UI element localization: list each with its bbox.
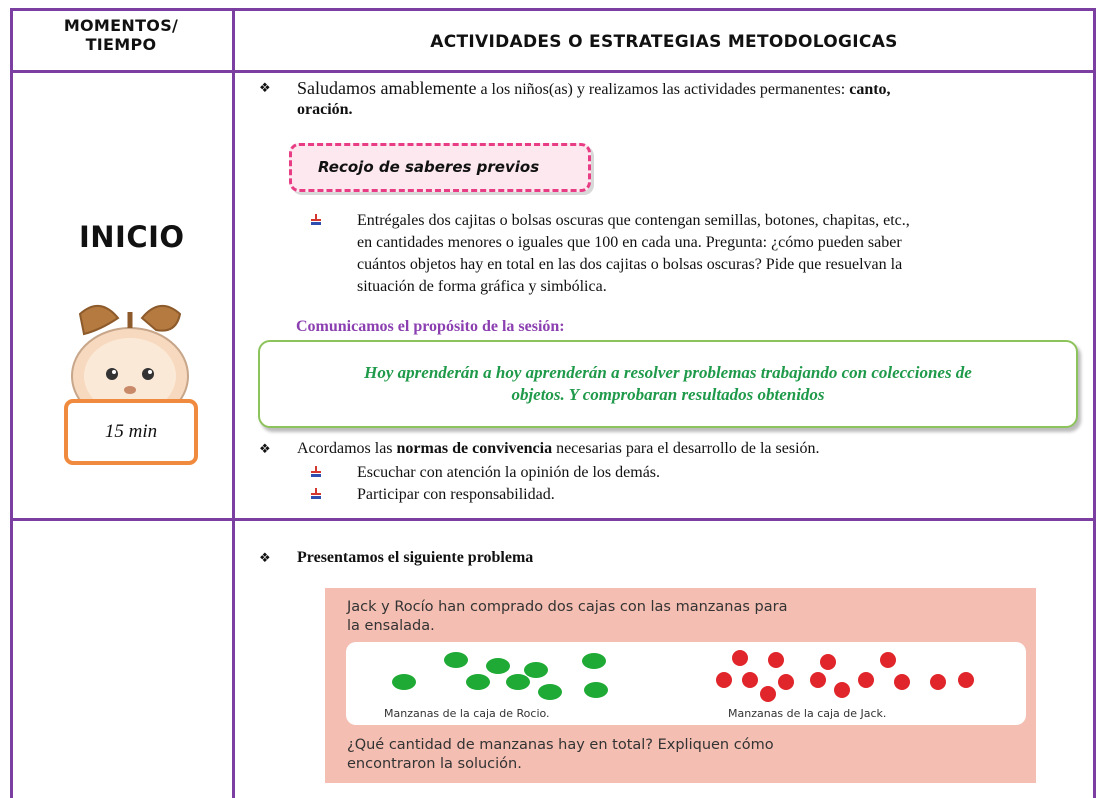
table-border-left xyxy=(10,8,13,798)
header-time-line: TIEMPO xyxy=(85,35,157,54)
caption-jack: Manzanas de la caja de Jack. xyxy=(728,707,887,720)
problem-line-1: Jack y Rocío han comprado dos cajas con … xyxy=(347,599,788,615)
problem-card: Jack y Rocío han comprado dos cajas con … xyxy=(325,588,1036,783)
arrow-bullet-icon xyxy=(311,466,321,477)
header-moments-line: MOMENTOS/ xyxy=(63,16,179,35)
red-apples-icon xyxy=(716,650,974,702)
diamond-bullet-icon: ❖ xyxy=(259,441,271,456)
table-column-divider xyxy=(232,8,235,798)
norma-item-1: Escuchar con atención la opinión de los … xyxy=(357,464,661,481)
alarm-clock-icon xyxy=(71,305,189,422)
proposito-line-1: Hoy aprenderán a hoy aprenderán a resolv… xyxy=(364,363,972,382)
greeting-text: a los niños(as) y realizamos las activid… xyxy=(476,81,850,98)
proposito-box: Hoy aprenderán a hoy aprenderán a resolv… xyxy=(258,340,1078,428)
header-row-divider xyxy=(10,70,1096,73)
proposito-title: Comunicamos el propósito de la sesión: xyxy=(296,318,565,335)
header-activities: ACTIVIDADES O ESTRATEGIAS METODOLOGICAS xyxy=(430,32,898,52)
question-line-2: encontraron la solución. xyxy=(347,756,522,772)
caption-rocio: Manzanas de la caja de Rocio. xyxy=(384,707,550,720)
greeting-emphasis: Saludamos amablemente xyxy=(297,78,477,98)
normas-paragraph: Acordamos las normas de convivencia nece… xyxy=(297,439,820,459)
normas-bold: normas de convivencia xyxy=(396,440,553,457)
green-apples-icon xyxy=(392,652,608,700)
time-duration-box: 15 min xyxy=(64,399,198,465)
task-line-4: situación de forma gráfica y simbólica. xyxy=(357,278,607,295)
task-line-3: cuántos objetos hay en total en las dos … xyxy=(357,256,903,273)
presentamos-problema: Presentamos el siguiente problema xyxy=(297,548,533,568)
recojo-saberes-box: Recojo de saberes previos xyxy=(289,143,591,192)
header-moments-time: MOMENTOS/ TIEMPO xyxy=(14,16,228,54)
norma-item-2: Participar con responsabilidad. xyxy=(357,486,555,503)
greeting-canto: canto, xyxy=(849,81,891,98)
greeting-line2: oración. xyxy=(297,100,353,120)
apples-panel: Manzanas de la caja de Rocio. Manzanas d… xyxy=(346,642,1026,725)
presentamos-label: Presentamos el siguiente problema xyxy=(297,549,534,566)
greeting-oracion: oración. xyxy=(297,101,353,118)
normas-post: necesarias para el desarrollo de la sesi… xyxy=(552,440,820,457)
diamond-bullet-icon: ❖ xyxy=(259,80,271,95)
table-border-top xyxy=(10,8,1096,11)
arrow-bullet-icon xyxy=(311,488,321,499)
task-line-1: Entrégales dos cajitas o bolsas oscuras … xyxy=(357,212,910,229)
question-line-1: ¿Qué cantidad de manzanas hay en total? … xyxy=(347,737,774,753)
table-border-right xyxy=(1093,8,1096,798)
normas-pre: Acordamos las xyxy=(297,440,397,457)
recojo-saberes-label: Recojo de saberes previos xyxy=(318,158,540,176)
greeting-paragraph: Saludamos amablemente a los niños(as) y … xyxy=(297,78,1087,100)
inicio-label: INICIO xyxy=(79,220,185,254)
task-line-2: en cantidades menores o iguales que 100 … xyxy=(357,234,902,251)
diamond-bullet-icon: ❖ xyxy=(259,550,271,565)
problem-line-2: la ensalada. xyxy=(347,618,435,634)
proposito-line-2: objetos. Y comprobaran resultados obteni… xyxy=(511,385,825,404)
inicio-row-divider xyxy=(10,518,1096,521)
arrow-bullet-icon xyxy=(311,214,321,225)
